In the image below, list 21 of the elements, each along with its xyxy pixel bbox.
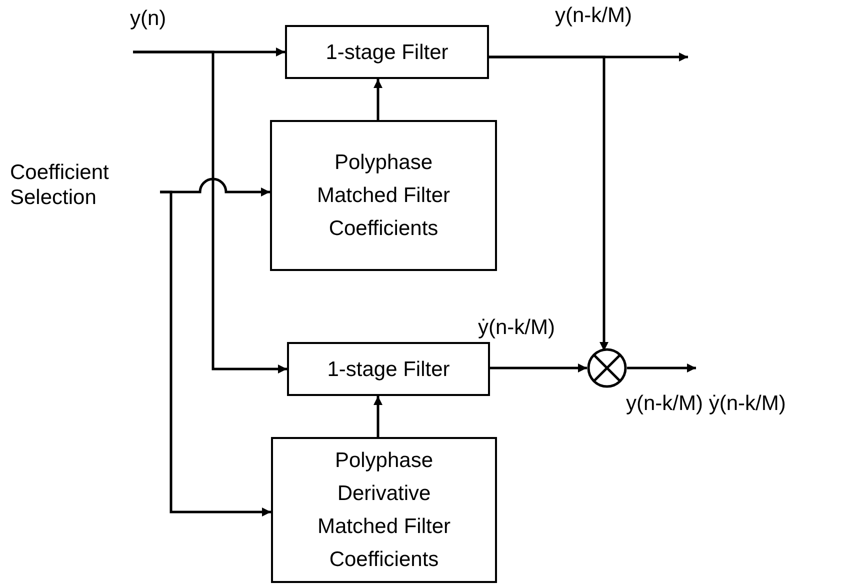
- block-label: Polyphase Derivative Matched Filter Coefficients: [316, 448, 452, 573]
- arrow: [490, 364, 587, 372]
- arrow: [627, 364, 696, 372]
- signal-label: y(n): [130, 6, 166, 31]
- arrow: [132, 50, 287, 374]
- arrow: [160, 190, 271, 516]
- arrow: [374, 396, 382, 437]
- filter-block: [285, 25, 489, 79]
- block-label: Polyphase Matched Filter Coefficients: [316, 150, 452, 242]
- signal-label: ẏ(n-k/M): [478, 316, 555, 340]
- filter-block: [270, 120, 497, 271]
- filter-block: [287, 342, 490, 396]
- filter-block: [271, 437, 497, 583]
- signal-label: y(n-k/M) ẏ(n-k/M): [626, 392, 786, 416]
- block-label: 1-stage Filter: [327, 356, 450, 382]
- signal-label: Coefficient Selection: [10, 160, 110, 210]
- multiplier-node: [587, 348, 627, 388]
- arrow: [374, 79, 382, 120]
- signal-label: y(n-k/M): [555, 4, 632, 28]
- arrow: [489, 56, 608, 351]
- block-label: 1-stage Filter: [326, 40, 448, 66]
